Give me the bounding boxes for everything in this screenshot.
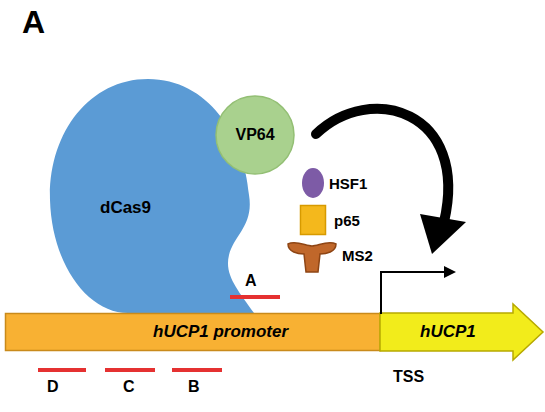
promoter-bar: hUCP1 promoter [5, 313, 381, 351]
tss-arrow-line [381, 272, 446, 314]
vp64-domain-label: VP64 [236, 127, 275, 143]
p65-domain-outline [300, 205, 326, 235]
ms2-protein-outline [286, 238, 338, 274]
promoter-bar-label: hUCP1 promoter [153, 323, 288, 340]
site-label: TSS [393, 369, 424, 385]
activation-arrowhead [420, 214, 466, 254]
hsf1-domain-label: HSF1 [329, 176, 367, 191]
primer-region-line [172, 368, 222, 372]
gene-arrow-label: hUCP1 [420, 323, 476, 340]
p65-domain: p65 [300, 205, 326, 235]
gene-arrow-fill [380, 304, 543, 360]
hsf1-domain: HSF1 [302, 168, 324, 198]
region-label: C [123, 379, 135, 395]
region-label: A [245, 273, 257, 289]
p65-domain-fill [301, 206, 326, 235]
vp64-domain-fill [216, 96, 294, 174]
vp64-domain: VP64 [215, 95, 295, 175]
tss-arrowhead [444, 266, 456, 278]
panel-label: A [22, 6, 45, 38]
hsf1-domain-outline [302, 168, 324, 198]
promoter-bar-fill [6, 314, 381, 351]
gene-arrow: hUCP1 [380, 302, 544, 362]
region-label: B [188, 379, 200, 395]
hsf1-domain-fill [302, 168, 324, 198]
ms2-protein: MS2 [286, 238, 338, 274]
ms2-protein-label: MS2 [342, 248, 373, 263]
primer-region-line [105, 368, 155, 372]
primer-region-line [38, 368, 86, 372]
activation-curved-arrow [316, 109, 448, 222]
ms2-protein-fill [288, 243, 336, 272]
region-label: D [47, 379, 59, 395]
p65-domain-label: p65 [334, 213, 360, 228]
dcas9-protein-label: dCas9 [100, 199, 151, 216]
